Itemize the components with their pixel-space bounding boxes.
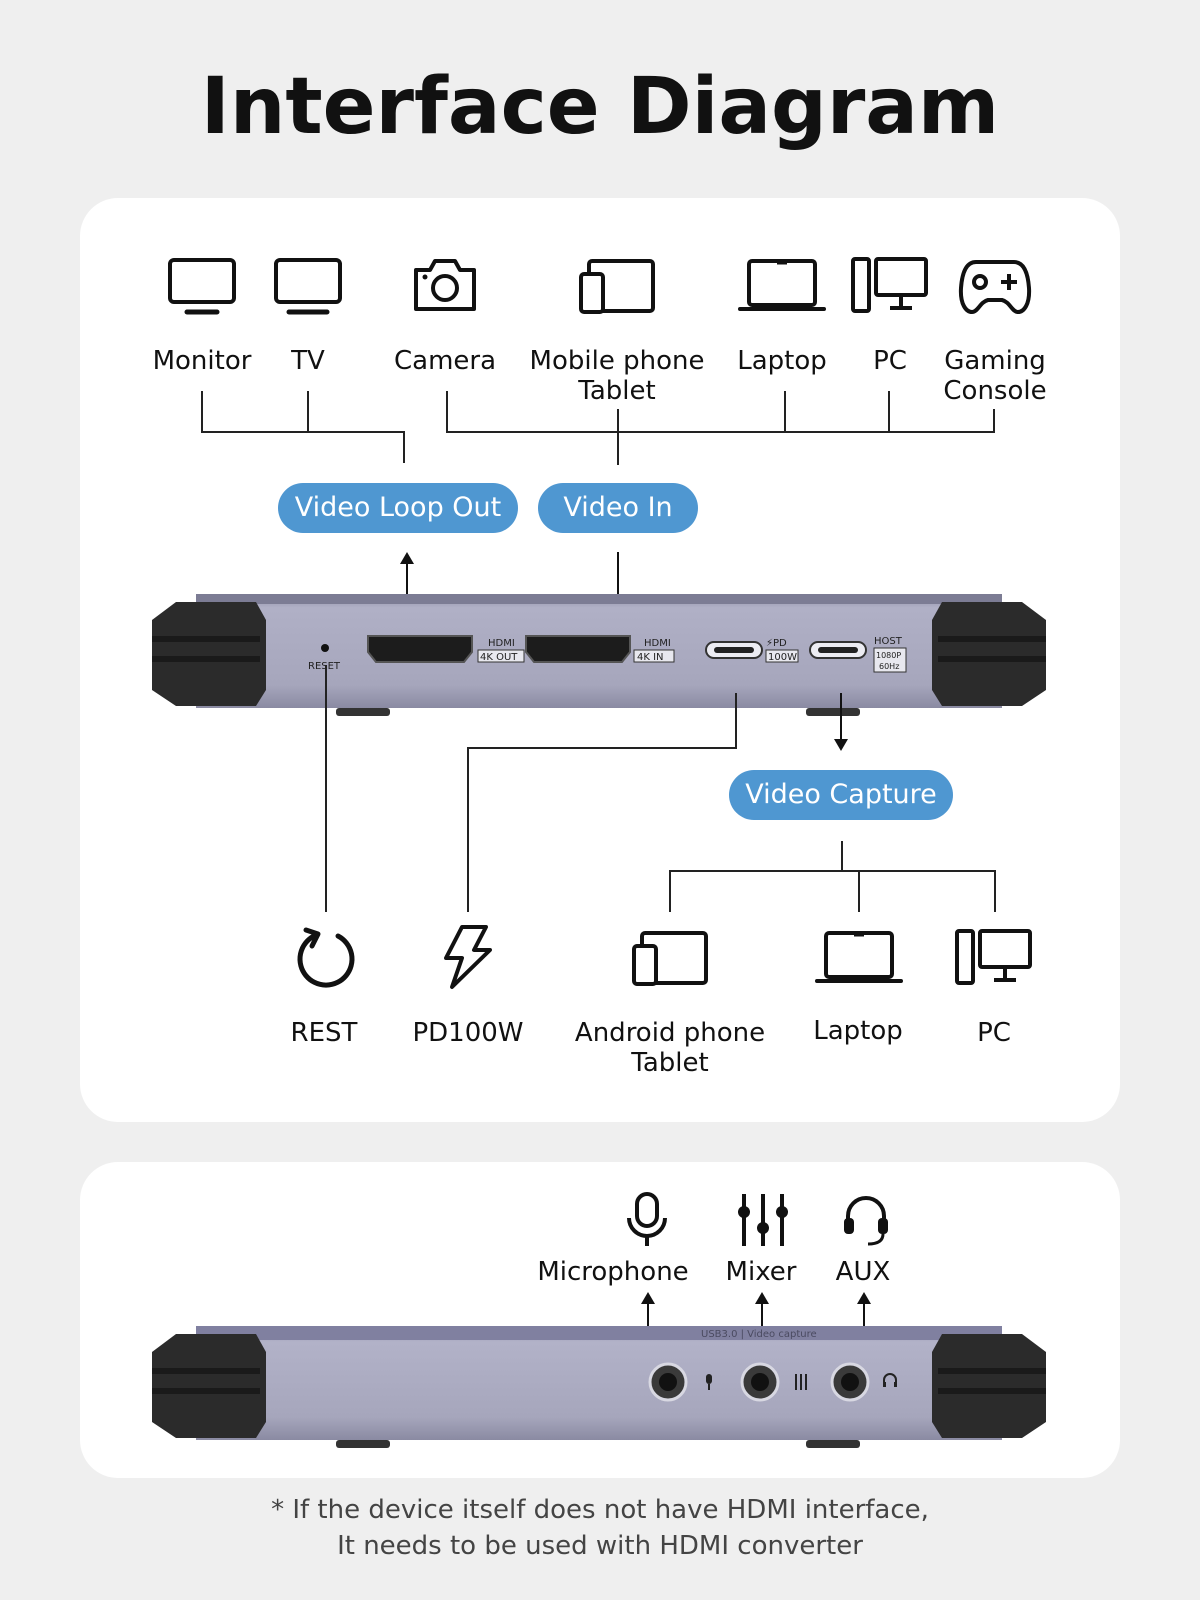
output-label-android-tablet: Android phone Tablet [574, 1018, 766, 1078]
output-label-laptop: Laptop [813, 1016, 903, 1046]
capture-connector-line [994, 870, 996, 912]
capture-connector-line [669, 870, 996, 872]
input-label-mobile-tablet: Mobile phone Tablet [529, 346, 705, 406]
capture-connector-line [669, 870, 671, 912]
reset-port-label: RESET [308, 661, 341, 672]
lightning-icon [438, 924, 494, 990]
output-label-pc: PC [977, 1018, 1011, 1048]
mobile-tablet-icon [577, 258, 657, 314]
reset-icon [294, 926, 358, 990]
hdmi-out-label: HDMI [488, 638, 515, 649]
input-label-monitor: Monitor [152, 346, 252, 376]
capture-arrow [831, 693, 851, 755]
connector-line [446, 391, 448, 433]
pd-port-badge: 100W [768, 652, 797, 663]
connector-line [201, 431, 405, 433]
capture-device-back: USB3.0 | Video capture [146, 1322, 1052, 1456]
output-label-rest: REST [290, 1018, 358, 1048]
pd-port-label: ⚡PD [766, 638, 787, 649]
input-label-pc: PC [873, 346, 907, 376]
connector-line [993, 409, 995, 433]
connector-line [307, 391, 309, 433]
input-label-camera: Camera [393, 346, 497, 376]
pc-icon [850, 256, 930, 316]
device-back-print: USB3.0 | Video capture [701, 1329, 817, 1340]
audio-label-microphone: Microphone [537, 1257, 689, 1287]
gamepad-icon [958, 256, 1032, 318]
connector-line [403, 431, 405, 463]
camera-icon [410, 256, 480, 314]
mobile-tablet-icon [630, 930, 710, 986]
hdmi-out-badge: 4K OUT [480, 652, 518, 663]
pc-icon [954, 928, 1034, 988]
tv-icon [273, 256, 343, 318]
laptop-icon [814, 930, 904, 986]
video-capture-pill: Video Capture [729, 770, 953, 820]
input-label-gaming-console: Gaming Console [943, 346, 1047, 406]
video-loop-out-pill: Video Loop Out [278, 483, 518, 533]
host-port-label: HOST [874, 636, 903, 647]
output-label-pd100w: PD100W [412, 1018, 524, 1048]
hdmi-in-badge: 4K IN [637, 652, 664, 663]
capture-connector-line [858, 870, 860, 912]
capture-device-front: RESET HDMI 4K OUT HDMI 4K IN ⚡PD 100W HO… [146, 590, 1052, 724]
pd-connector-line [467, 747, 737, 749]
headset-icon [840, 1192, 892, 1248]
connector-line [784, 391, 786, 433]
video-in-pill: Video In [538, 483, 698, 533]
connector-line [888, 391, 890, 433]
input-label-tv: TV [291, 346, 325, 376]
page-title: Interface Diagram [200, 62, 1000, 152]
connector-line [617, 409, 619, 465]
monitor-icon [167, 256, 237, 318]
footnote-line2: It needs to be used with HDMI converter [337, 1531, 863, 1561]
connector-line [201, 391, 203, 433]
pd-connector-line [735, 693, 737, 749]
microphone-icon [623, 1192, 671, 1248]
pd-connector-line [467, 747, 469, 912]
capture-connector-line [841, 841, 843, 871]
laptop-icon [737, 258, 827, 314]
input-label-laptop: Laptop [737, 346, 827, 376]
host-port-badge-rate: 60Hz [879, 662, 899, 671]
mixer-icon [734, 1192, 792, 1248]
reset-connector-line [325, 665, 327, 912]
audio-label-aux: AUX [835, 1257, 891, 1287]
footnote-line1: * If the device itself does not have HDM… [271, 1495, 929, 1525]
host-port-badge-resolution: 1080P [876, 651, 901, 660]
audio-label-mixer: Mixer [725, 1257, 797, 1287]
connector-line [446, 431, 995, 433]
hdmi-in-label: HDMI [644, 638, 671, 649]
